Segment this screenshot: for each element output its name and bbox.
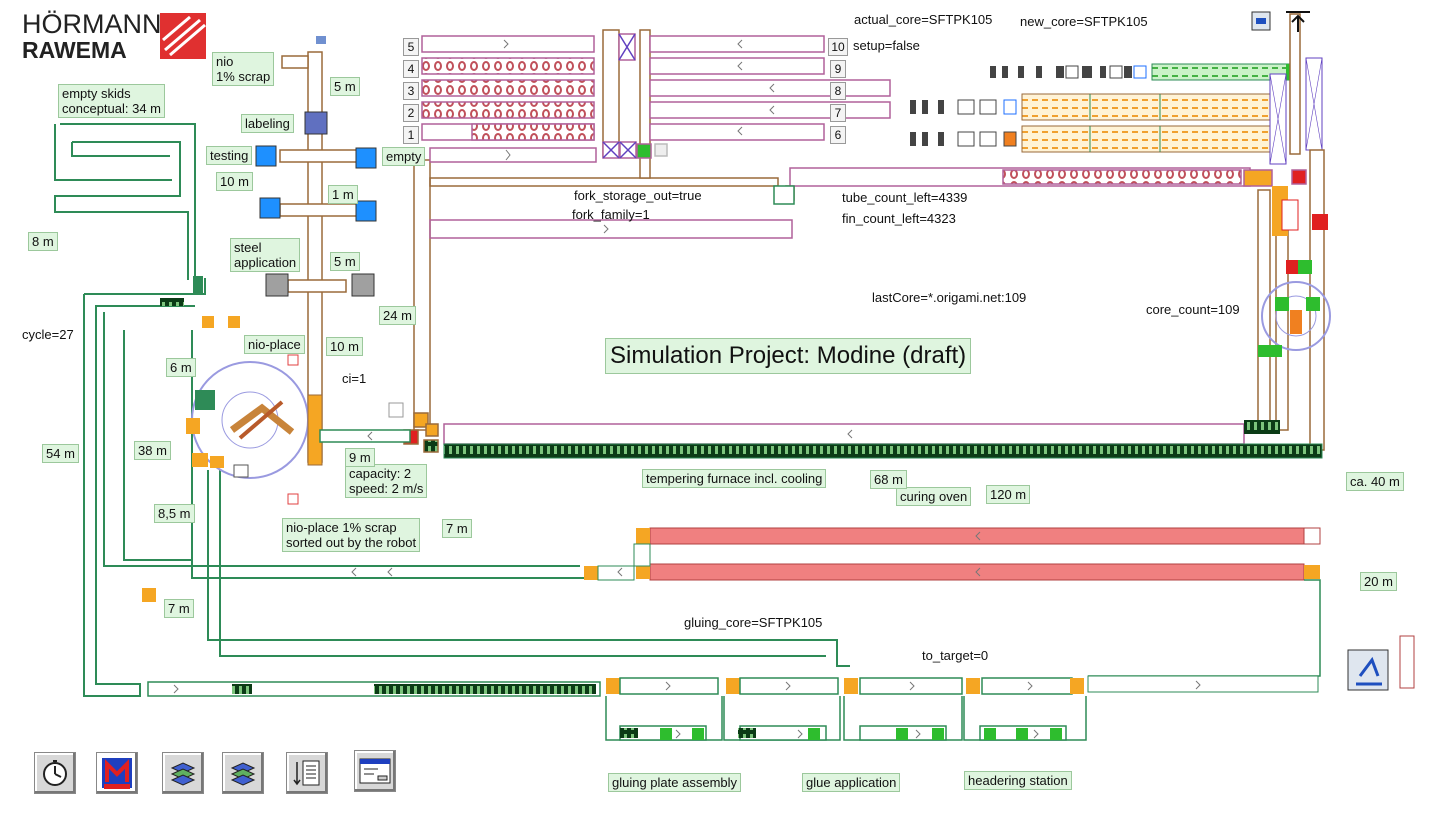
gluing-core-status: gluing_core=SFTPK105 bbox=[684, 615, 823, 630]
storage-slot-number: 1 bbox=[403, 126, 419, 144]
distance-label: 9 m bbox=[345, 448, 375, 467]
distance-label: 8 m bbox=[28, 232, 58, 251]
storage-slot-number: 7 bbox=[830, 104, 846, 122]
new-core-status: new_core=SFTPK105 bbox=[1020, 14, 1148, 29]
storage-slot-number: 3 bbox=[403, 82, 419, 100]
distance-label: 7 m bbox=[164, 599, 194, 618]
distance-label: ca. 40 m bbox=[1346, 472, 1404, 491]
tempering-furnace bbox=[443, 420, 1323, 459]
distance-label: 1 m bbox=[328, 185, 358, 204]
distance-label: 24 m bbox=[379, 306, 416, 325]
cycle-status: cycle=27 bbox=[22, 327, 74, 342]
storage-slot-number: 2 bbox=[403, 104, 419, 122]
empty-label: empty bbox=[382, 147, 426, 166]
distance-label: 54 m bbox=[42, 444, 79, 463]
storage-slot-number: 5 bbox=[403, 38, 419, 56]
actual-core-status: actual_core=SFTPK105 bbox=[854, 12, 993, 27]
storage-slot-number: 4 bbox=[403, 60, 419, 78]
to-target-status: to_target=0 bbox=[922, 648, 989, 663]
storage-slot-number: 10 bbox=[828, 38, 848, 56]
fork-storage-out-status: fork_storage_out=true bbox=[574, 188, 702, 203]
top-right-icons bbox=[1251, 11, 1310, 32]
testing-label: testing bbox=[206, 146, 253, 165]
flow-arrows bbox=[173, 39, 1201, 739]
last-core-status: lastCore=*.origami.net:109 bbox=[872, 290, 1027, 305]
curing-oven-label: curing oven bbox=[896, 487, 972, 506]
layers-icon[interactable] bbox=[162, 752, 204, 794]
distance-label: 5 m bbox=[330, 77, 360, 96]
glue-application-label: glue application bbox=[802, 773, 901, 792]
project-title: Simulation Project: Modine (draft) bbox=[605, 338, 972, 374]
distance-label: 6 m bbox=[166, 358, 196, 377]
mhh-device bbox=[1347, 635, 1415, 691]
distance-label: 8,5 m bbox=[154, 504, 195, 523]
fork-family-status: fork_family=1 bbox=[572, 207, 650, 222]
distance-label: 120 m bbox=[986, 485, 1031, 504]
mhh-logo-icon[interactable] bbox=[96, 752, 138, 794]
distance-label: 20 m bbox=[1360, 572, 1397, 591]
tempering-furnace-label: tempering furnace incl. cooling bbox=[642, 469, 827, 488]
stopwatch-icon[interactable] bbox=[34, 752, 76, 794]
dialog-icon[interactable] bbox=[354, 750, 396, 792]
distance-label: 68 m bbox=[870, 470, 907, 489]
fin-count-status: fin_count_left=4323 bbox=[842, 211, 956, 226]
test-stations bbox=[255, 36, 377, 297]
gluing-plate-assembly-label: gluing plate assembly bbox=[608, 773, 742, 792]
layers-alt-icon[interactable] bbox=[222, 752, 264, 794]
distance-label: 7 m bbox=[442, 519, 472, 538]
core-magazine bbox=[910, 57, 1323, 165]
core-transport-line bbox=[773, 167, 1307, 205]
company-logo-mark bbox=[160, 13, 206, 59]
robot-cell bbox=[142, 276, 404, 602]
storage-feed-line bbox=[319, 159, 795, 453]
assembly-lines bbox=[147, 677, 1087, 741]
distance-label: 38 m bbox=[134, 441, 171, 460]
core-count-status: core_count=109 bbox=[1146, 302, 1240, 317]
labeling-label: labeling bbox=[241, 114, 294, 133]
distance-label: 10 m bbox=[326, 337, 363, 356]
tube-count-status: tube_count_left=4339 bbox=[842, 190, 968, 205]
ci-status: ci=1 bbox=[342, 371, 367, 386]
setup-status: setup=false bbox=[853, 38, 920, 53]
nio-place-label: nio-place bbox=[244, 335, 305, 354]
logo-rawema: RAWEMA bbox=[22, 37, 127, 63]
storage-rack bbox=[421, 29, 891, 179]
logo-hormann: HÖRMANN bbox=[22, 9, 162, 39]
storage-slot-number: 8 bbox=[830, 82, 846, 100]
storage-slot-number: 6 bbox=[830, 126, 846, 144]
headering-station-label: headering station bbox=[964, 771, 1072, 790]
testing-line bbox=[279, 51, 371, 463]
list-icon[interactable] bbox=[286, 752, 328, 794]
right-station-cluster bbox=[1258, 186, 1331, 357]
curing-oven bbox=[584, 527, 1321, 693]
distance-label: 5 m bbox=[330, 252, 360, 271]
distance-label: 10 m bbox=[216, 172, 253, 191]
storage-slot-number: 9 bbox=[830, 60, 846, 78]
